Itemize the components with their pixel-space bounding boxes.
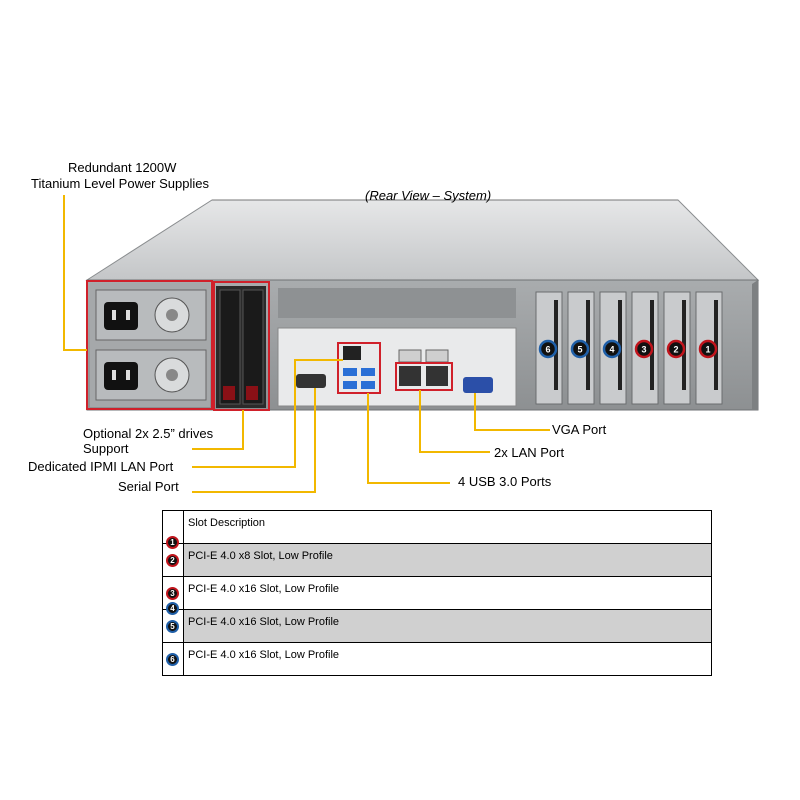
slot-number-badge: 1 [166, 536, 179, 549]
slot-number-label: 6 [545, 345, 550, 355]
slot-number-badge: 6 [166, 653, 179, 666]
badge-cell: 6 [162, 642, 184, 676]
callout-lines [63, 195, 550, 493]
view-caption: (Rear View – System) [365, 188, 492, 203]
badge-cell: 3 [162, 576, 184, 610]
table-row: 6 PCI-E 4.0 x16 Slot, Low Profile [162, 642, 712, 676]
serial-port-label: Serial Port [118, 479, 179, 494]
slot-number-badge: 4 [166, 602, 179, 615]
drives-label-line1: Optional 2x 2.5” drives [83, 426, 214, 441]
drive-highlight-box [213, 281, 270, 411]
usb-ports-label: 4 USB 3.0 Ports [458, 474, 552, 489]
drives-label-line2: Support [83, 441, 129, 456]
slot-number-badge [666, 339, 686, 359]
pcie-slots: 6 5 4 3 2 1 [535, 291, 723, 405]
slot-number-label: 2 [673, 345, 678, 355]
ipmi-port-label: Dedicated IPMI LAN Port [28, 459, 174, 474]
server-rear-illustration: 6 5 4 3 2 1 [63, 195, 760, 493]
table-header: Slot Description [183, 510, 712, 544]
slot-number-label: 4 [609, 345, 614, 355]
drive-bays [216, 286, 266, 408]
slot-description: PCI-E 4.0 x16 Slot, Low Profile [183, 609, 712, 643]
power-supply-label-line1: Redundant 1200W [68, 160, 177, 175]
slot-number-badge: 2 [166, 554, 179, 567]
slot-number-badge [698, 339, 718, 359]
slot-description: PCI-E 4.0 x8 Slot, Low Profile [183, 543, 712, 577]
slot-number-badge [538, 339, 558, 359]
table-header-row: Slot Description [162, 510, 712, 544]
lan-port-label: 2x LAN Port [494, 445, 565, 460]
slot-number-badge [634, 339, 654, 359]
table-row: 3 PCI-E 4.0 x16 Slot, Low Profile [162, 576, 712, 610]
slot-number-badge: 5 [166, 620, 179, 633]
slot-number-label: 3 [641, 345, 646, 355]
slot-number-badge [602, 339, 622, 359]
slot-description: PCI-E 4.0 x16 Slot, Low Profile [183, 576, 712, 610]
psu-highlight-box [86, 280, 213, 410]
slot-description: PCI-E 4.0 x16 Slot, Low Profile [183, 642, 712, 676]
power-supply-units [90, 283, 210, 407]
usb-ipmi-highlight-box [337, 342, 381, 394]
slot-number-label: 1 [705, 345, 710, 355]
vga-port-label: VGA Port [552, 422, 607, 437]
power-supply-label-line2: Titanium Level Power Supplies [31, 176, 209, 191]
chassis-top [85, 199, 760, 281]
slot-number-label: 5 [577, 345, 582, 355]
slot-number-badge: 3 [166, 587, 179, 600]
vent-grid [278, 288, 516, 318]
lan-highlight-box [395, 362, 453, 391]
slot-number-badge [570, 339, 590, 359]
